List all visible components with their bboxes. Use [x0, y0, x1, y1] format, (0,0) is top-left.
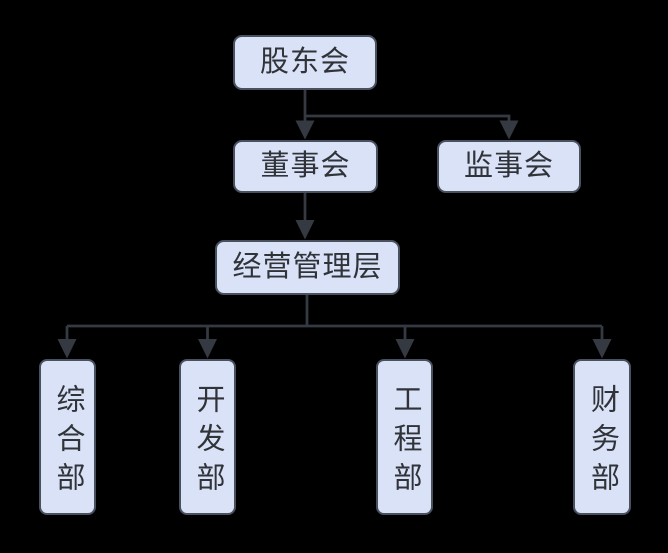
connector-shareholders-supervisory: [305, 114, 511, 121]
arrowhead-supervisory: [499, 120, 519, 140]
node-board-of-directors-label: 董事会: [260, 150, 351, 182]
node-board-of-directors[interactable]: 董事会: [233, 140, 378, 193]
node-dept-general[interactable]: 综合部: [39, 359, 96, 515]
node-supervisory-board-label: 监事会: [463, 150, 554, 182]
arrowhead-dept-finance: [592, 339, 612, 359]
node-management[interactable]: 经营管理层: [215, 240, 400, 295]
node-dept-finance[interactable]: 财务部: [573, 359, 631, 515]
arrowhead-dept-development: [198, 339, 217, 359]
node-dept-engineering-label: 工程部: [389, 383, 421, 501]
arrowhead-management: [295, 220, 315, 240]
node-dept-general-label: 综合部: [52, 383, 84, 501]
node-supervisory-board[interactable]: 监事会: [437, 140, 581, 193]
node-dept-engineering[interactable]: 工程部: [376, 359, 433, 515]
node-shareholders-label: 股东会: [259, 46, 350, 78]
node-dept-development[interactable]: 开发部: [179, 359, 236, 515]
arrowhead-dept-general: [57, 339, 77, 359]
node-dept-development-label: 开发部: [192, 383, 224, 501]
node-shareholders[interactable]: 股东会: [233, 35, 377, 90]
node-dept-finance-label: 财务部: [586, 383, 619, 501]
arrowhead-dept-engineering: [395, 339, 415, 359]
arrowhead-board: [295, 120, 315, 140]
node-management-label: 经营管理层: [232, 251, 383, 283]
